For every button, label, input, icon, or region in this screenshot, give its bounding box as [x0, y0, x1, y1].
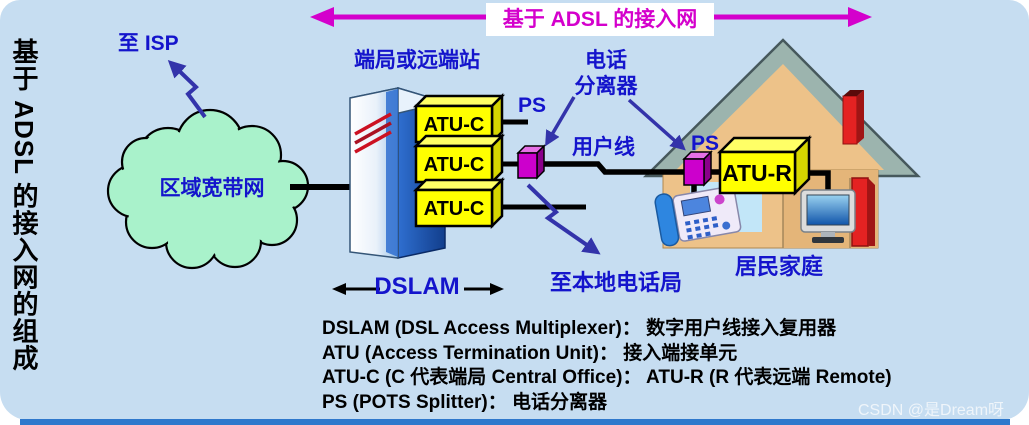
lightning-arrow-to-exchange-icon — [526, 183, 601, 255]
atuc-label-3: ATU-C — [424, 198, 485, 220]
station-label: 端局或远端站 — [354, 49, 480, 72]
user-line — [536, 161, 686, 175]
legend-line-atuc-atur: ATU-C (C 代表端局 Central Office)： ATU-R (R … — [322, 367, 892, 388]
atuc-boxes — [412, 92, 506, 230]
legend-line-ps: PS (POTS Splitter)： 电话分离器 — [322, 391, 608, 413]
banner-label: 基于 ADSL 的接入网 — [486, 3, 714, 36]
splitter-pointer-right-icon — [627, 98, 686, 151]
regional-broadband-label: 区域宽带网 — [159, 177, 265, 200]
phone-splitter-label: 电话 分离器 — [558, 48, 654, 100]
ps-label-top: PS — [518, 94, 547, 117]
dslam-label: DSLAM — [374, 273, 460, 300]
ps-splitter-house-icon — [682, 150, 713, 187]
isp-label: 至 ISP — [118, 32, 179, 55]
phone-splitter-label-line1: 电话 — [585, 49, 627, 72]
legend: DSLAM (DSL Access Multiplexer)： 数字用户线接入复… — [322, 317, 892, 415]
atur-box — [716, 134, 813, 197]
residential-home-label: 居民家庭 — [735, 254, 824, 279]
atur-label: ATU-R — [722, 160, 792, 186]
watermark: CSDN @是Dream呀 — [858, 402, 1005, 419]
computer-icon — [800, 189, 856, 243]
local-exchange-label: 至本地电话局 — [550, 270, 683, 295]
atuc-label-2: ATU-C — [424, 154, 485, 176]
chimney — [842, 90, 864, 145]
cloud-shape — [106, 108, 310, 270]
footer-bar — [20, 419, 1010, 425]
legend-line-atu: ATU (Access Termination Unit)： 接入端接单元 — [322, 342, 738, 364]
phone-splitter-label-line2: 分离器 — [574, 75, 638, 98]
user-line-label: 用户线 — [572, 136, 635, 159]
splitter-pointer-left-icon — [545, 96, 576, 147]
page-title: 基于 ADSL 的接入网的组成 — [9, 38, 39, 372]
legend-line-dslam: DSLAM (DSL Access Multiplexer)： 数字用户线接入复… — [322, 318, 837, 339]
lightning-arrow-to-isp-icon — [167, 59, 207, 119]
dslam-span-arrow-icon — [332, 283, 504, 295]
atuc-label-1: ATU-C — [424, 114, 485, 136]
ps-label-house: PS — [691, 132, 720, 155]
telephone-icon — [654, 185, 742, 247]
ps-splitter-line-icon — [516, 144, 546, 180]
